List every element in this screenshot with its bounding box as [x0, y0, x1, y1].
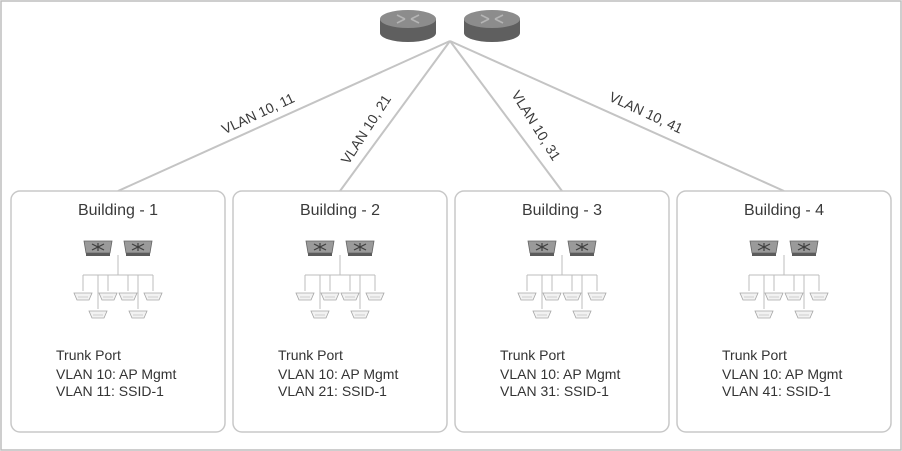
- access-point-icon: [572, 310, 592, 319]
- access-point-icon: [517, 292, 537, 301]
- access-point-icon: [542, 292, 562, 301]
- switch-icon: [567, 240, 597, 257]
- access-point-icon: [365, 292, 385, 301]
- building-3-box: Building - 3 Trunk Port VLAN 10: AP Mgmt: [454, 190, 670, 433]
- building-mgmt-vlan: VLAN 10: AP Mgmt: [500, 366, 620, 382]
- building-topology: [295, 240, 385, 319]
- access-point-icon: [794, 310, 814, 319]
- building-port-label: Trunk Port: [500, 347, 565, 363]
- building-border: [10, 190, 226, 433]
- building-port-label: Trunk Port: [56, 347, 121, 363]
- access-point-icon: [809, 292, 829, 301]
- building-mgmt-vlan: VLAN 10: AP Mgmt: [56, 366, 176, 382]
- switch-icon: [789, 240, 819, 257]
- access-point-icon: [88, 310, 108, 319]
- router-icon: [379, 9, 437, 43]
- building-port-label: Trunk Port: [278, 347, 343, 363]
- building-ssid-vlan: VLAN 41: SSID-1: [722, 383, 831, 399]
- vlan-link-label-1: VLAN 10, 11: [219, 90, 297, 138]
- access-point-icon: [562, 292, 582, 301]
- access-point-icon: [310, 310, 330, 319]
- building-4-box: Building - 4 Trunk Port VLAN 10: AP Mgmt: [676, 190, 892, 433]
- vlan-link-line-1: [117, 40, 451, 192]
- building-1-box: Building - 1 Trunk Port VLAN 10: AP Mgmt: [10, 190, 226, 433]
- access-point-icon: [764, 292, 784, 301]
- core-router-1: [379, 9, 437, 43]
- building-port-label: Trunk Port: [722, 347, 787, 363]
- access-point-icon: [350, 310, 370, 319]
- building-topology: [73, 240, 163, 319]
- building-border: [454, 190, 670, 433]
- vlan-link-line-2: [339, 40, 451, 192]
- building-title: Building - 1: [78, 202, 158, 219]
- building-border: [232, 190, 448, 433]
- access-point-icon: [587, 292, 607, 301]
- switch-icon: [345, 240, 375, 257]
- building-border: [676, 190, 892, 433]
- building-topology: [739, 240, 829, 319]
- switch-icon: [83, 240, 113, 257]
- vlan-links: [117, 40, 785, 192]
- vlan-link-line-4: [449, 40, 785, 192]
- building-title: Building - 3: [522, 202, 602, 219]
- building-mgmt-vlan: VLAN 10: AP Mgmt: [278, 366, 398, 382]
- access-point-icon: [118, 292, 138, 301]
- access-point-icon: [128, 310, 148, 319]
- access-point-icon: [754, 310, 774, 319]
- building-title: Building - 2: [300, 202, 380, 219]
- building-ssid-vlan: VLAN 21: SSID-1: [278, 383, 387, 399]
- access-point-icon: [295, 292, 315, 301]
- access-point-icon: [784, 292, 804, 301]
- building-ssid-vlan: VLAN 11: SSID-1: [56, 383, 164, 399]
- vlan-label: VLAN 10, 11: [219, 90, 297, 138]
- vlan-link-label-3: VLAN 10, 31: [508, 87, 564, 163]
- building-title: Building - 4: [744, 202, 824, 219]
- access-point-icon: [98, 292, 118, 301]
- building-2-box: Building - 2 Trunk Port VLAN 10: AP Mgmt: [232, 190, 448, 433]
- building-mgmt-vlan: VLAN 10: AP Mgmt: [722, 366, 842, 382]
- switch-icon: [305, 240, 335, 257]
- switch-icon: [527, 240, 557, 257]
- building-ssid-vlan: VLAN 31: SSID-1: [500, 383, 609, 399]
- building-topology: [517, 240, 607, 319]
- switch-icon: [123, 240, 153, 257]
- vlan-link-line-3: [449, 40, 563, 192]
- vlan-label: VLAN 10, 31: [508, 87, 564, 163]
- access-point-icon: [340, 292, 360, 301]
- access-point-icon: [143, 292, 163, 301]
- switch-icon: [749, 240, 779, 257]
- access-point-icon: [320, 292, 340, 301]
- access-point-icon: [73, 292, 93, 301]
- core-router-2: [463, 9, 521, 43]
- router-icon: [463, 9, 521, 43]
- access-point-icon: [739, 292, 759, 301]
- access-point-icon: [532, 310, 552, 319]
